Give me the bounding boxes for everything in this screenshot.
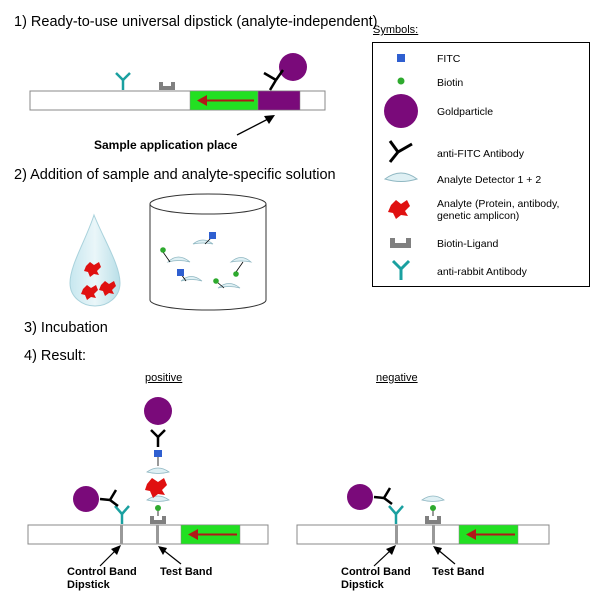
anti-rabbit-antibody-icon xyxy=(391,259,411,280)
step3-text: 3) Incubation xyxy=(24,320,108,336)
anti-rabbit-antibody-icon xyxy=(115,72,131,90)
anti-fitc-antibody-icon xyxy=(263,69,285,91)
fitc-square-icon xyxy=(209,232,216,239)
analyte-detector-icon xyxy=(383,172,419,182)
step1-text: 1) Ready-to-use universal dipstick (anal… xyxy=(14,14,378,30)
negative-label: negative xyxy=(376,372,418,384)
test-band-label-positive: Test Band xyxy=(160,566,213,578)
legend-label-fitc: FITC xyxy=(437,53,461,65)
legend-label-biotin-ligand: Biotin-Ligand xyxy=(437,238,499,250)
legend-label-detector: Analyte Detector 1 + 2 xyxy=(437,174,542,186)
analyte-icon xyxy=(81,262,116,300)
legend-title: Symbols: xyxy=(373,24,419,36)
legend-label-gold: Goldparticle xyxy=(437,106,494,118)
test-band-label-negative: Test Band xyxy=(432,566,485,578)
anti-fitc-antibody-icon xyxy=(388,140,413,163)
step4-text: 4) Result: xyxy=(24,348,87,364)
beaker xyxy=(149,193,267,311)
legend-label-anti-fitc: anti-FITC Antibody xyxy=(437,148,524,160)
control-band-label-positive: Control Band Dipstick xyxy=(67,566,137,591)
legend-label-anti-rabbit: anti-rabbit Antibody xyxy=(437,266,527,278)
analyte-icon xyxy=(388,200,410,219)
symbols-legend xyxy=(372,42,590,287)
gold-particle-icon xyxy=(279,53,307,81)
fitc-square-icon xyxy=(397,54,405,62)
positive-label: positive xyxy=(145,372,183,384)
legend-label-biotin: Biotin xyxy=(437,77,464,89)
biotin-ligand-icon xyxy=(159,82,175,90)
step2-text: 2) Addition of sample and analyte-specif… xyxy=(14,167,336,183)
biotin-ligand-icon xyxy=(390,238,411,248)
control-band-label-negative: Control Band Dipstick xyxy=(341,566,411,591)
gold-particle-icon xyxy=(384,94,418,128)
legend-label-analyte: Analyte (Protein, antibody, genetic ampl… xyxy=(437,198,560,222)
sample-application-label: Sample application place xyxy=(94,138,238,152)
biotin-dot-icon xyxy=(397,77,405,85)
